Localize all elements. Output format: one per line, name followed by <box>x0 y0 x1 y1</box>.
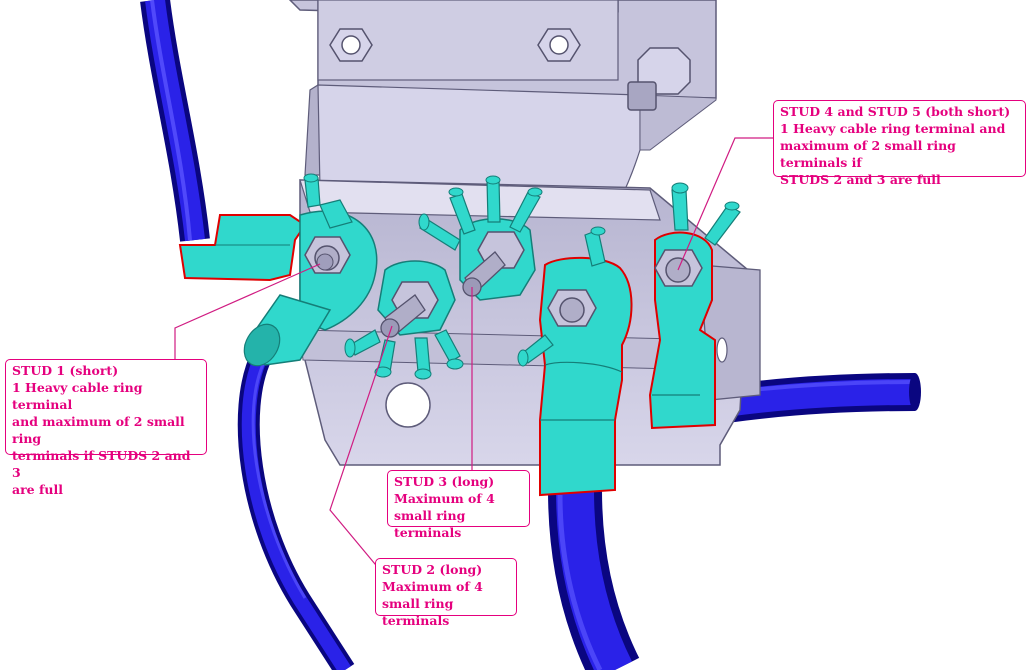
callout-stud2-body: Maximum of 4 small ring terminals <box>382 579 483 628</box>
stud2-stud <box>380 281 439 338</box>
callout-stud1-body: 1 Heavy cable ring terminal and maximum … <box>12 380 191 497</box>
middle-nut <box>547 289 597 327</box>
callout-stud3: STUD 3 (long) Maximum of 4 small ring te… <box>387 470 530 540</box>
cable-bottom-left <box>237 350 355 670</box>
upper-nut-left <box>329 28 373 62</box>
stud1-small-terminals <box>303 173 353 229</box>
callout-stud45-body: 1 Heavy cable ring terminal and maximum … <box>780 121 1006 187</box>
leader-stud2 <box>329 325 393 571</box>
callout-stud1-title: STUD 1 (short) <box>12 363 119 378</box>
callout-stud3-title: STUD 3 (long) <box>394 474 495 489</box>
upper-nut-right <box>537 28 581 62</box>
callout-stud3-body: Maximum of 4 small ring terminals <box>394 491 495 540</box>
callout-stud45-title: STUD 4 and STUD 5 (both short) <box>780 104 1011 119</box>
callout-stud1: STUD 1 (short) 1 Heavy cable ring termin… <box>5 359 207 497</box>
callout-stud2-title: STUD 2 (long) <box>382 562 483 577</box>
callout-stud45: STUD 4 and STUD 5 (both short) 1 Heavy c… <box>773 100 1026 187</box>
leader-stud45 <box>677 137 773 271</box>
cable-bottom-middle <box>548 489 640 670</box>
cable-top-left <box>140 0 210 242</box>
callout-stud2: STUD 2 (long) Maximum of 4 small ring te… <box>375 558 517 628</box>
stud1-nut <box>304 236 351 274</box>
leader-lines <box>174 137 773 571</box>
leader-stud1 <box>174 263 321 360</box>
upper-bolt-right <box>627 47 691 111</box>
